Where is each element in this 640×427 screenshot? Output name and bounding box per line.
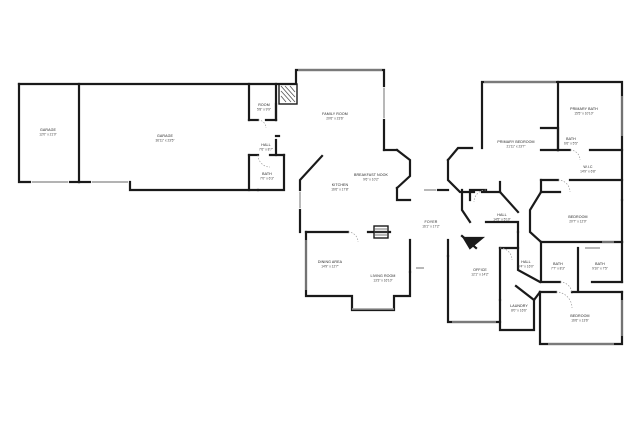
room-name-office: OFFICE: [473, 268, 487, 272]
room-name-foyer: FOYER: [425, 220, 438, 224]
room-dims-breakfast-nook: 9'6" x 10'2": [363, 178, 379, 182]
room-name-wic: W.I.C: [583, 165, 593, 169]
room-dims-bath-south-a: 7'7" x 8'3": [551, 267, 565, 271]
room-name-hall-south: HALL: [521, 260, 530, 264]
room-dims-primary-bath: 15'5" x 10'10": [574, 112, 593, 116]
room-dims-room: 5'8" x 9'9": [257, 108, 271, 112]
room-dims-hall-center: 14'5" x 5'10": [493, 218, 510, 222]
room-dims-hall-south: 3'4" x 16'0": [518, 265, 534, 269]
room-name-bedroom-east: BEDROOM: [568, 215, 587, 219]
room-name-garage-main: GARAGE: [157, 134, 173, 138]
room-name-bath-west: BATH: [262, 172, 272, 176]
room-name-garage-left: GARAGE: [40, 128, 56, 132]
room-name-bath-primary: BATH: [566, 137, 576, 141]
room-dims-wic: 14'9" x 6'8": [580, 170, 596, 174]
room-name-hall-west: HALL: [261, 143, 270, 147]
room-dims-garage-main: 36'11" x 23'5": [155, 139, 174, 143]
room-name-hall-center: HALL: [497, 213, 506, 217]
room-dims-foyer: 16'1" x 17'2": [422, 225, 439, 229]
room-name-bath-south-a: BATH: [553, 262, 563, 266]
openings: [32, 69, 623, 345]
room-dims-laundry: 8'0" x 16'6": [511, 309, 527, 313]
room-name-breakfast-nook: BREAKFAST NOOK: [354, 173, 389, 177]
room-dims-bath-south-b: 9'10" x 7'5": [592, 267, 608, 271]
room-dims-bath-west: 7'0" x 6'3": [260, 177, 274, 181]
room-labels: GARAGE 12'0" x 21'0" GARAGE 36'11" x 23'…: [39, 103, 608, 323]
room-name-primary-bath: PRIMARY BATH: [570, 107, 598, 111]
room-name-laundry: LAUNDRY: [510, 304, 528, 308]
room-dims-bedroom-east: 20'7" x 12'0": [569, 220, 586, 224]
room-name-bath-south-b: BATH: [595, 262, 605, 266]
room-dims-primary-bedroom: 21'11" x 23'7": [506, 145, 525, 149]
room-name-dining-area: DINING AREA: [318, 260, 343, 264]
room-dims-bath-primary: 6'6" x 5'5": [564, 142, 578, 146]
room-dims-garage-left: 12'0" x 21'0": [39, 133, 56, 137]
room-name-primary-bedroom: PRIMARY BEDROOM: [497, 140, 534, 144]
room-dims-kitchen: 16'6" x 17'8": [331, 188, 348, 192]
room-dims-hall-west: 7'6" x 8'7": [259, 148, 273, 152]
room-dims-family-room: 20'6" x 23'6": [326, 117, 343, 121]
room-name-room: ROOM: [258, 103, 270, 107]
room-name-living-room: LIVING ROOM: [370, 274, 395, 278]
room-name-kitchen: KITCHEN: [332, 183, 349, 187]
room-name-bedroom-south: BEDROOM: [570, 314, 589, 318]
walls: [17, 68, 624, 346]
room-dims-bedroom-south: 16'6" x 13'6": [571, 319, 588, 323]
room-name-family-room: FAMILY ROOM: [322, 112, 348, 116]
room-dims-office: 12'1" x 14'2": [471, 273, 488, 277]
room-dims-dining-area: 14'9" x 12'7": [321, 265, 338, 269]
room-dims-living-room: 13'3" x 16'10": [373, 279, 392, 283]
